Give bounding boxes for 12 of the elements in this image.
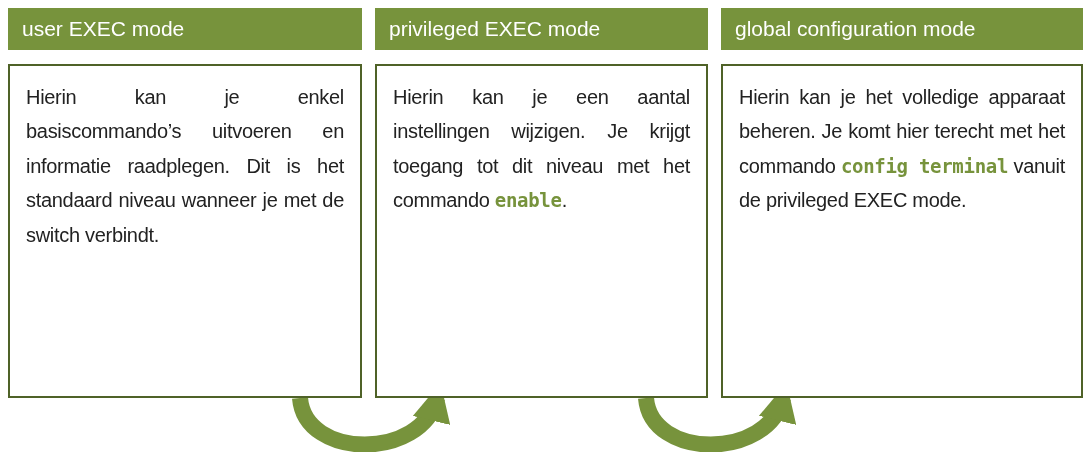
description-text: Hierin kan je enkel basiscommando’s uitvoeren en informatie raadplegen. Dit is het standaard niveau wanneer je met de switch verbindt. <box>26 85 344 248</box>
mode-title: privileged EXEC mode <box>389 17 601 41</box>
description-box <box>8 64 362 398</box>
mode-header <box>375 8 708 50</box>
description-box <box>721 64 1083 398</box>
mode-title: user EXEC mode <box>22 17 185 41</box>
description-box <box>375 64 708 398</box>
description-text: Hierin kan je het volledige apparaat beheren. Je komt hier terecht met het commando config terminal vanuit de privileged EXEC mode. <box>739 85 1065 214</box>
mode-title: global configuration mode <box>735 17 976 41</box>
mode-header <box>721 8 1083 50</box>
description-text: Hierin kan je een aantal instellingen wijzigen. Je krijgt toegang tot dit niveau met het commando enable. <box>393 85 690 214</box>
mode-header <box>8 8 362 50</box>
